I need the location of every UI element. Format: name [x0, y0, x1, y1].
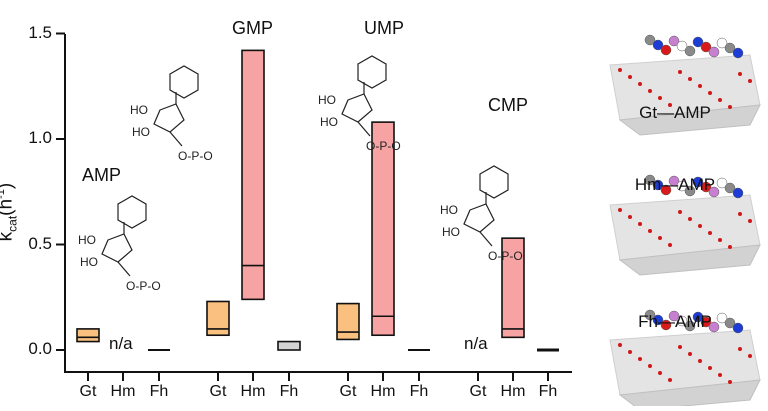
- mineral-surface-hm-icon: [609, 174, 761, 276]
- svg-text:HO: HO: [320, 115, 338, 129]
- panel-caption-fh: Fh—AMP: [638, 312, 712, 331]
- x-tick-label-hm: Hm: [500, 383, 526, 400]
- x-tick-label-gt: Gt: [469, 383, 487, 400]
- panel-caption-gt: Gt—AMP: [639, 103, 711, 122]
- x-tick-label-hm: Hm: [240, 383, 266, 400]
- x-tick-label-fh: Fh: [538, 383, 558, 400]
- panel-caption-hm: Hm—AMP: [634, 175, 716, 194]
- box-ump-gt: [336, 302, 360, 341]
- x-tick-label-gt: Gt: [339, 383, 357, 400]
- group-label-amp: AMP: [82, 165, 122, 185]
- svg-text:O-P-O: O-P-O: [178, 149, 213, 163]
- svg-text:O-P-O: O-P-O: [488, 249, 523, 263]
- mineral-surface-fh-icon: [609, 309, 761, 411]
- box-gmp-gt: [206, 300, 230, 337]
- cmp-structure-icon: HO HO O-P-O: [440, 165, 523, 263]
- y-tick-label: 1.0: [28, 128, 52, 147]
- x-tick-label-hm: Hm: [110, 383, 136, 400]
- box-cmp-hm: [501, 237, 525, 339]
- box-gmp-hm: [241, 49, 265, 301]
- x-tick-label-gt: Gt: [209, 383, 227, 400]
- y-tick-label: 1.5: [28, 22, 52, 42]
- svg-text:HO: HO: [132, 125, 150, 139]
- box-ump-hm: [371, 121, 395, 337]
- box-amp-gt: [76, 328, 100, 343]
- x-tick-label-gt: Gt: [79, 383, 97, 400]
- group-label-gmp: GMP: [232, 18, 274, 38]
- x-tick-label-fh: Fh: [279, 383, 299, 400]
- y-tick-label: 0.5: [28, 233, 52, 253]
- svg-text:O-P-O: O-P-O: [366, 139, 401, 153]
- amp-structure-icon: HO HO O-P-O: [78, 195, 161, 293]
- box-gmp-fh: [277, 340, 301, 351]
- svg-text:HO: HO: [130, 103, 148, 117]
- svg-text:HO: HO: [78, 233, 96, 247]
- gmp-structure-icon: HO HO O-P-O: [130, 65, 213, 163]
- x-tick-label-fh: Fh: [409, 383, 429, 400]
- na-label: n/a: [109, 334, 133, 353]
- svg-text:HO: HO: [80, 255, 98, 269]
- group-label-cmp: CMP: [488, 95, 528, 115]
- ump-structure-icon: HO HO O-P-O: [318, 55, 401, 153]
- x-tick-label-fh: Fh: [149, 383, 169, 400]
- svg-text:HO: HO: [318, 93, 336, 107]
- na-label: n/a: [464, 334, 488, 353]
- svg-text:HO: HO: [442, 225, 460, 239]
- svg-text:HO: HO: [440, 203, 458, 217]
- x-tick-label-hm: Hm: [370, 383, 396, 400]
- mineral-surface-gt-icon: [609, 34, 761, 136]
- y-tick-label: 0.0: [28, 339, 52, 358]
- svg-text:O-P-O: O-P-O: [126, 279, 161, 293]
- group-label-ump: UMP: [364, 18, 404, 38]
